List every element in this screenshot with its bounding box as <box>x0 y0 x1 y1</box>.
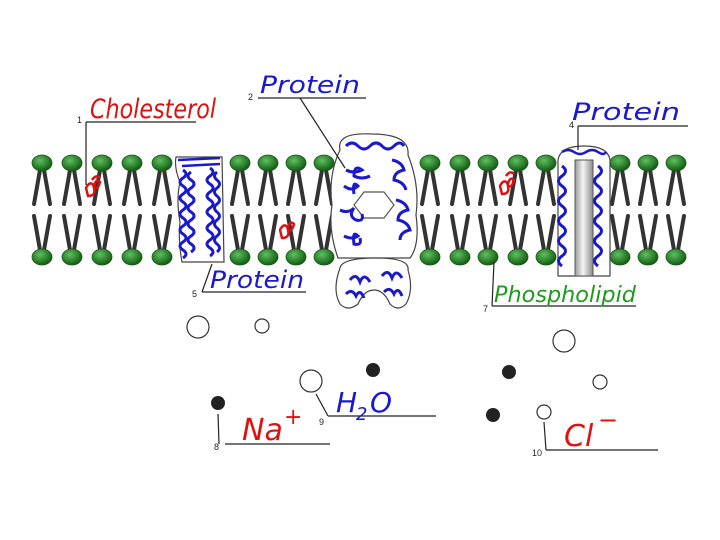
channel-protein-right <box>557 145 611 277</box>
solute-particles <box>186 315 608 422</box>
phospholipid-bottom <box>61 214 83 266</box>
label-water: H 2 O <box>336 386 392 425</box>
label-number-5: 5 <box>192 289 197 299</box>
phospholipid-top <box>91 154 113 206</box>
sodium-ion <box>211 396 225 410</box>
phospholipid-bottom <box>535 214 557 266</box>
leader-lines <box>85 97 688 451</box>
label-water-sub: 2 <box>356 404 367 425</box>
phospholipid-top <box>419 154 441 206</box>
label-water-h: H <box>336 386 357 419</box>
phospholipid-bottom <box>419 214 441 266</box>
phospholipid-bottom <box>151 214 173 266</box>
label-protein-right: Protein <box>572 98 680 126</box>
phospholipid-bottom <box>285 214 307 266</box>
label-numbers: 1 2 4 5 7 8 9 10 <box>77 92 574 458</box>
label-number-2: 2 <box>248 92 253 102</box>
phospholipid-top <box>121 154 143 206</box>
label-chloride-text: Cl <box>564 419 594 454</box>
phospholipid-top <box>665 154 687 206</box>
cholesterol-molecule <box>498 171 516 196</box>
phospholipid-bottom <box>121 214 143 266</box>
sodium-ion <box>366 363 380 377</box>
label-number-7: 7 <box>483 304 488 314</box>
phospholipid-top <box>637 154 659 206</box>
phospholipid-top <box>477 154 499 206</box>
phospholipid-top <box>61 154 83 206</box>
label-sodium-text: Na <box>242 413 283 448</box>
phospholipid-bottom <box>609 214 631 266</box>
label-chloride-charge: − <box>598 406 618 434</box>
phospholipid-top <box>535 154 557 206</box>
cholesterol-molecule <box>278 221 296 240</box>
label-protein-left: Protein <box>210 266 304 294</box>
water-molecule <box>552 329 576 353</box>
water-molecule <box>592 374 608 390</box>
phospholipid-top <box>609 154 631 206</box>
label-number-9: 9 <box>319 417 324 427</box>
phospholipid-bottom <box>477 214 499 266</box>
phospholipid-top <box>257 154 279 206</box>
phospholipid-top <box>31 154 53 206</box>
phospholipid-top <box>507 154 529 206</box>
phospholipid-top <box>229 154 251 206</box>
label-phospholipid: Phospholipid <box>494 283 637 308</box>
water-molecule <box>299 369 323 393</box>
label-cholesterol: Cholesterol <box>90 94 216 125</box>
phospholipid-bottom <box>257 214 279 266</box>
label-number-1: 1 <box>77 115 82 125</box>
phospholipid-bottom <box>91 214 113 266</box>
phospholipid-top <box>449 154 471 206</box>
water-molecule <box>186 315 210 339</box>
phospholipid-top <box>151 154 173 206</box>
phospholipid-bottom <box>229 214 251 266</box>
label-protein-top: Protein <box>260 71 360 99</box>
phospholipid-top <box>285 154 307 206</box>
phospholipid-bottom <box>31 214 53 266</box>
label-number-10: 10 <box>532 448 542 458</box>
integral-protein-left <box>174 156 225 263</box>
phospholipid-bottom <box>449 214 471 266</box>
sodium-ion <box>486 408 500 422</box>
label-chloride: Cl − <box>564 406 618 454</box>
label-water-o: O <box>370 386 392 419</box>
channel-protein-center <box>330 133 418 309</box>
phospholipid-bottom <box>507 214 529 266</box>
phospholipid-bottom <box>665 214 687 266</box>
water-molecule <box>254 318 270 334</box>
label-number-4: 4 <box>569 120 574 130</box>
cholesterol-molecule <box>84 175 102 198</box>
chloride-ion <box>536 404 552 420</box>
sodium-ion <box>502 365 516 379</box>
lipid-bilayer <box>31 154 687 266</box>
phospholipid-bottom <box>637 214 659 266</box>
label-number-8: 8 <box>214 442 219 452</box>
label-sodium-charge: + <box>284 405 302 430</box>
label-sodium: Na + <box>242 405 302 448</box>
